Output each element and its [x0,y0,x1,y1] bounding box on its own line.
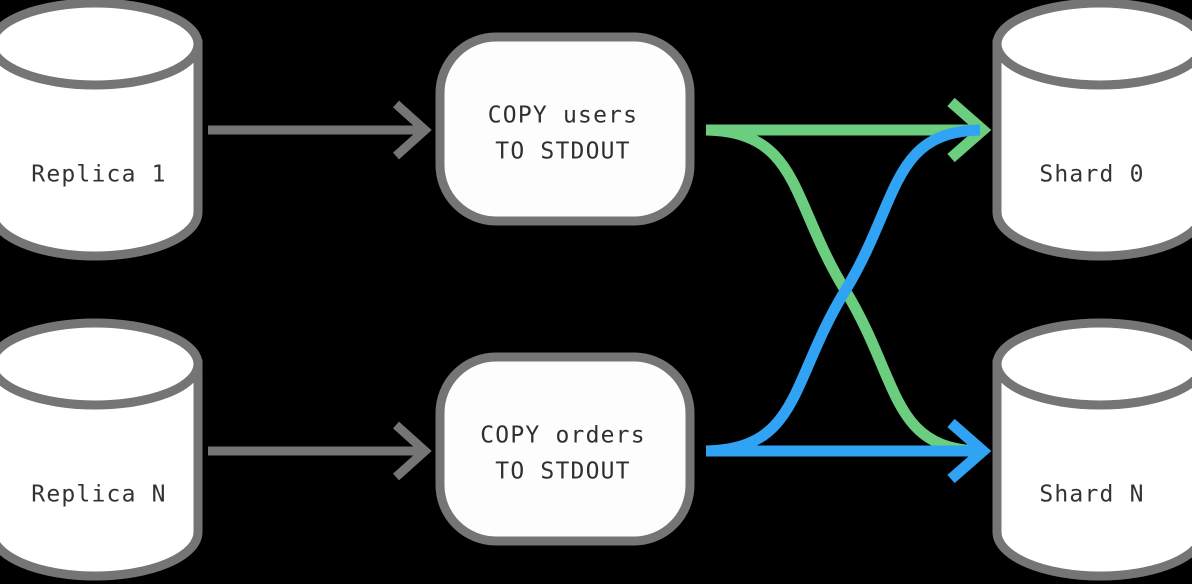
edge-copyorders-to-shard0 [705,124,981,457]
node-label-replica-1: Replica 1 [31,162,166,188]
node-replica-1[interactable]: Replica 1 [0,0,203,261]
cylinder-body-replica-n [0,359,203,581]
node-shard-n[interactable]: Shard N [992,318,1192,581]
arrowhead-icon [947,97,992,163]
process-box-copy-users [435,32,695,226]
edge-replica1-to-copyusers [208,100,432,160]
process-label-line2: TO STDOUT [495,459,630,485]
process-label-line1: COPY users [488,103,638,129]
cylinder-top-shard-n [992,318,1192,410]
process-label-line1: COPY orders [480,423,646,449]
cylinder-top-replica-n [0,318,203,410]
edge-copyorders-to-shardn [706,418,992,484]
node-copy-orders[interactable]: COPY orders TO STDOUT [435,352,695,546]
node-replica-n[interactable]: Replica N [0,318,203,581]
process-label-line2: TO STDOUT [495,139,630,165]
node-label-shard-n: Shard N [1039,482,1144,508]
node-shard-0[interactable]: Shard 0 [992,0,1192,261]
arrowhead-icon [392,421,432,481]
cylinder-top-replica-1 [0,0,203,90]
edge-replican-to-copyorders [208,421,432,481]
arrowhead-icon [947,418,992,484]
cylinder-body-shard-0 [992,39,1192,261]
cylinder-top-shard-0 [992,0,1192,90]
node-label-replica-n: Replica N [31,482,166,508]
cylinder-body-shard-n [992,359,1192,581]
arrowhead-icon [392,100,432,160]
cylinder-body-replica-1 [0,39,203,261]
edge-curve [705,124,981,457]
node-label-shard-0: Shard 0 [1039,162,1144,188]
edge-copyusers-to-shard0 [706,97,992,163]
process-box-copy-orders [435,352,695,546]
node-copy-users[interactable]: COPY users TO STDOUT [435,32,695,226]
